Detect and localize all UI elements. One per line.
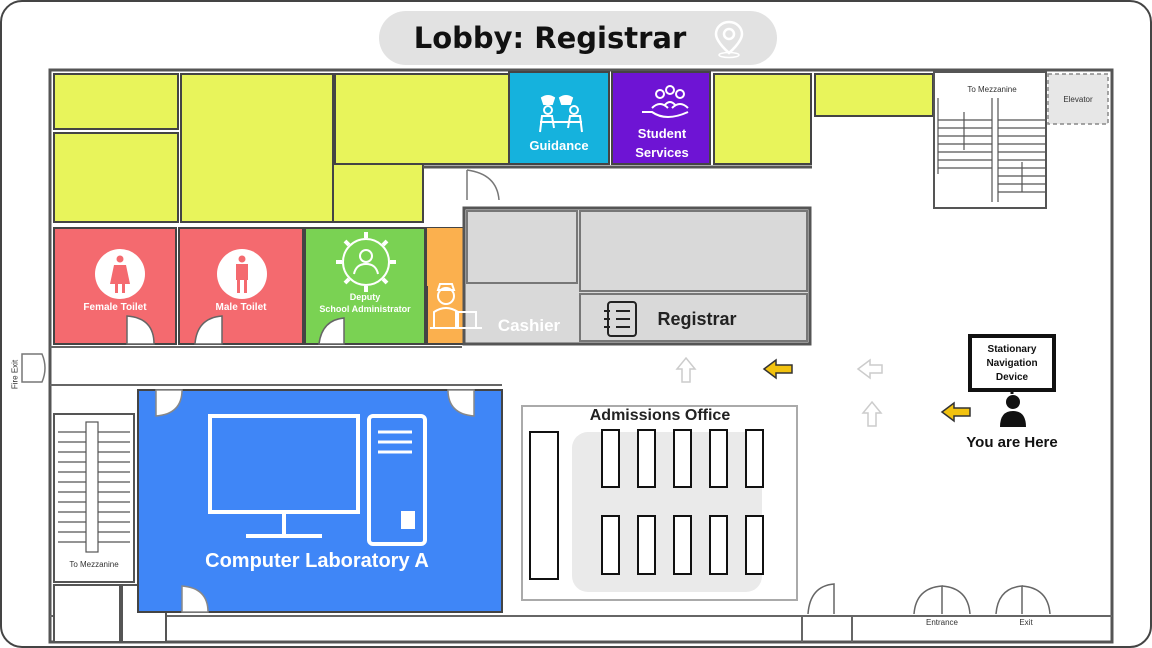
device-label-3: Device [995, 372, 1029, 383]
entrance-label: Entrance [925, 618, 959, 627]
cashier-label: Cashier [497, 316, 561, 335]
guidance-label: Guidance [529, 138, 589, 153]
student-services-room [611, 71, 711, 165]
device-label-2: Navigation [986, 358, 1038, 369]
registrar-label: Registrar [657, 309, 737, 329]
arrow-left-icon [762, 358, 971, 423]
person-icon [1000, 395, 1026, 427]
page-title: Lobby: Registrar [413, 21, 687, 55]
computer-icon [208, 414, 427, 546]
elevator-label: Elevator [1063, 95, 1093, 104]
to-mezzanine-bottom-label: To Mezzanine [69, 560, 119, 569]
to-mezzanine-top-label: To Mezzanine [967, 85, 1017, 94]
yellow-rooms [53, 73, 934, 223]
male-toilet-label: Male Toilet [215, 302, 267, 313]
cashier-icon [430, 283, 482, 329]
location-pin-icon [711, 19, 747, 64]
gear-icon [336, 232, 396, 292]
admissions-desks [529, 429, 764, 580]
deputy-label-2: School Administrator [319, 304, 411, 314]
female-toilet-label: Female Toilet [83, 302, 147, 313]
computer-lab-label: Computer Laboratory A [205, 550, 429, 572]
student-services-label-1: Student [637, 126, 687, 141]
student-services-label-2: Services [635, 145, 689, 160]
guidance-room [508, 71, 610, 165]
you-are-here-label: You are Here [966, 434, 1058, 451]
meeting-icon [539, 95, 583, 133]
deputy-label-1: Deputy [349, 292, 381, 302]
device-label-1: Stationary [987, 344, 1037, 355]
computer-lab-room [137, 389, 503, 613]
male-icon [217, 249, 267, 299]
elevator [1047, 73, 1109, 125]
outer-wall [48, 68, 1114, 644]
exit-label: Exit [1019, 618, 1033, 627]
title-banner: Lobby: Registrar [379, 11, 777, 65]
female-icon [95, 249, 145, 299]
people-hand-icon [642, 85, 689, 118]
admissions-label: Admissions Office [589, 407, 731, 424]
notebook-icon [604, 301, 637, 337]
fire-exit-label: Fire Exit [10, 359, 20, 390]
